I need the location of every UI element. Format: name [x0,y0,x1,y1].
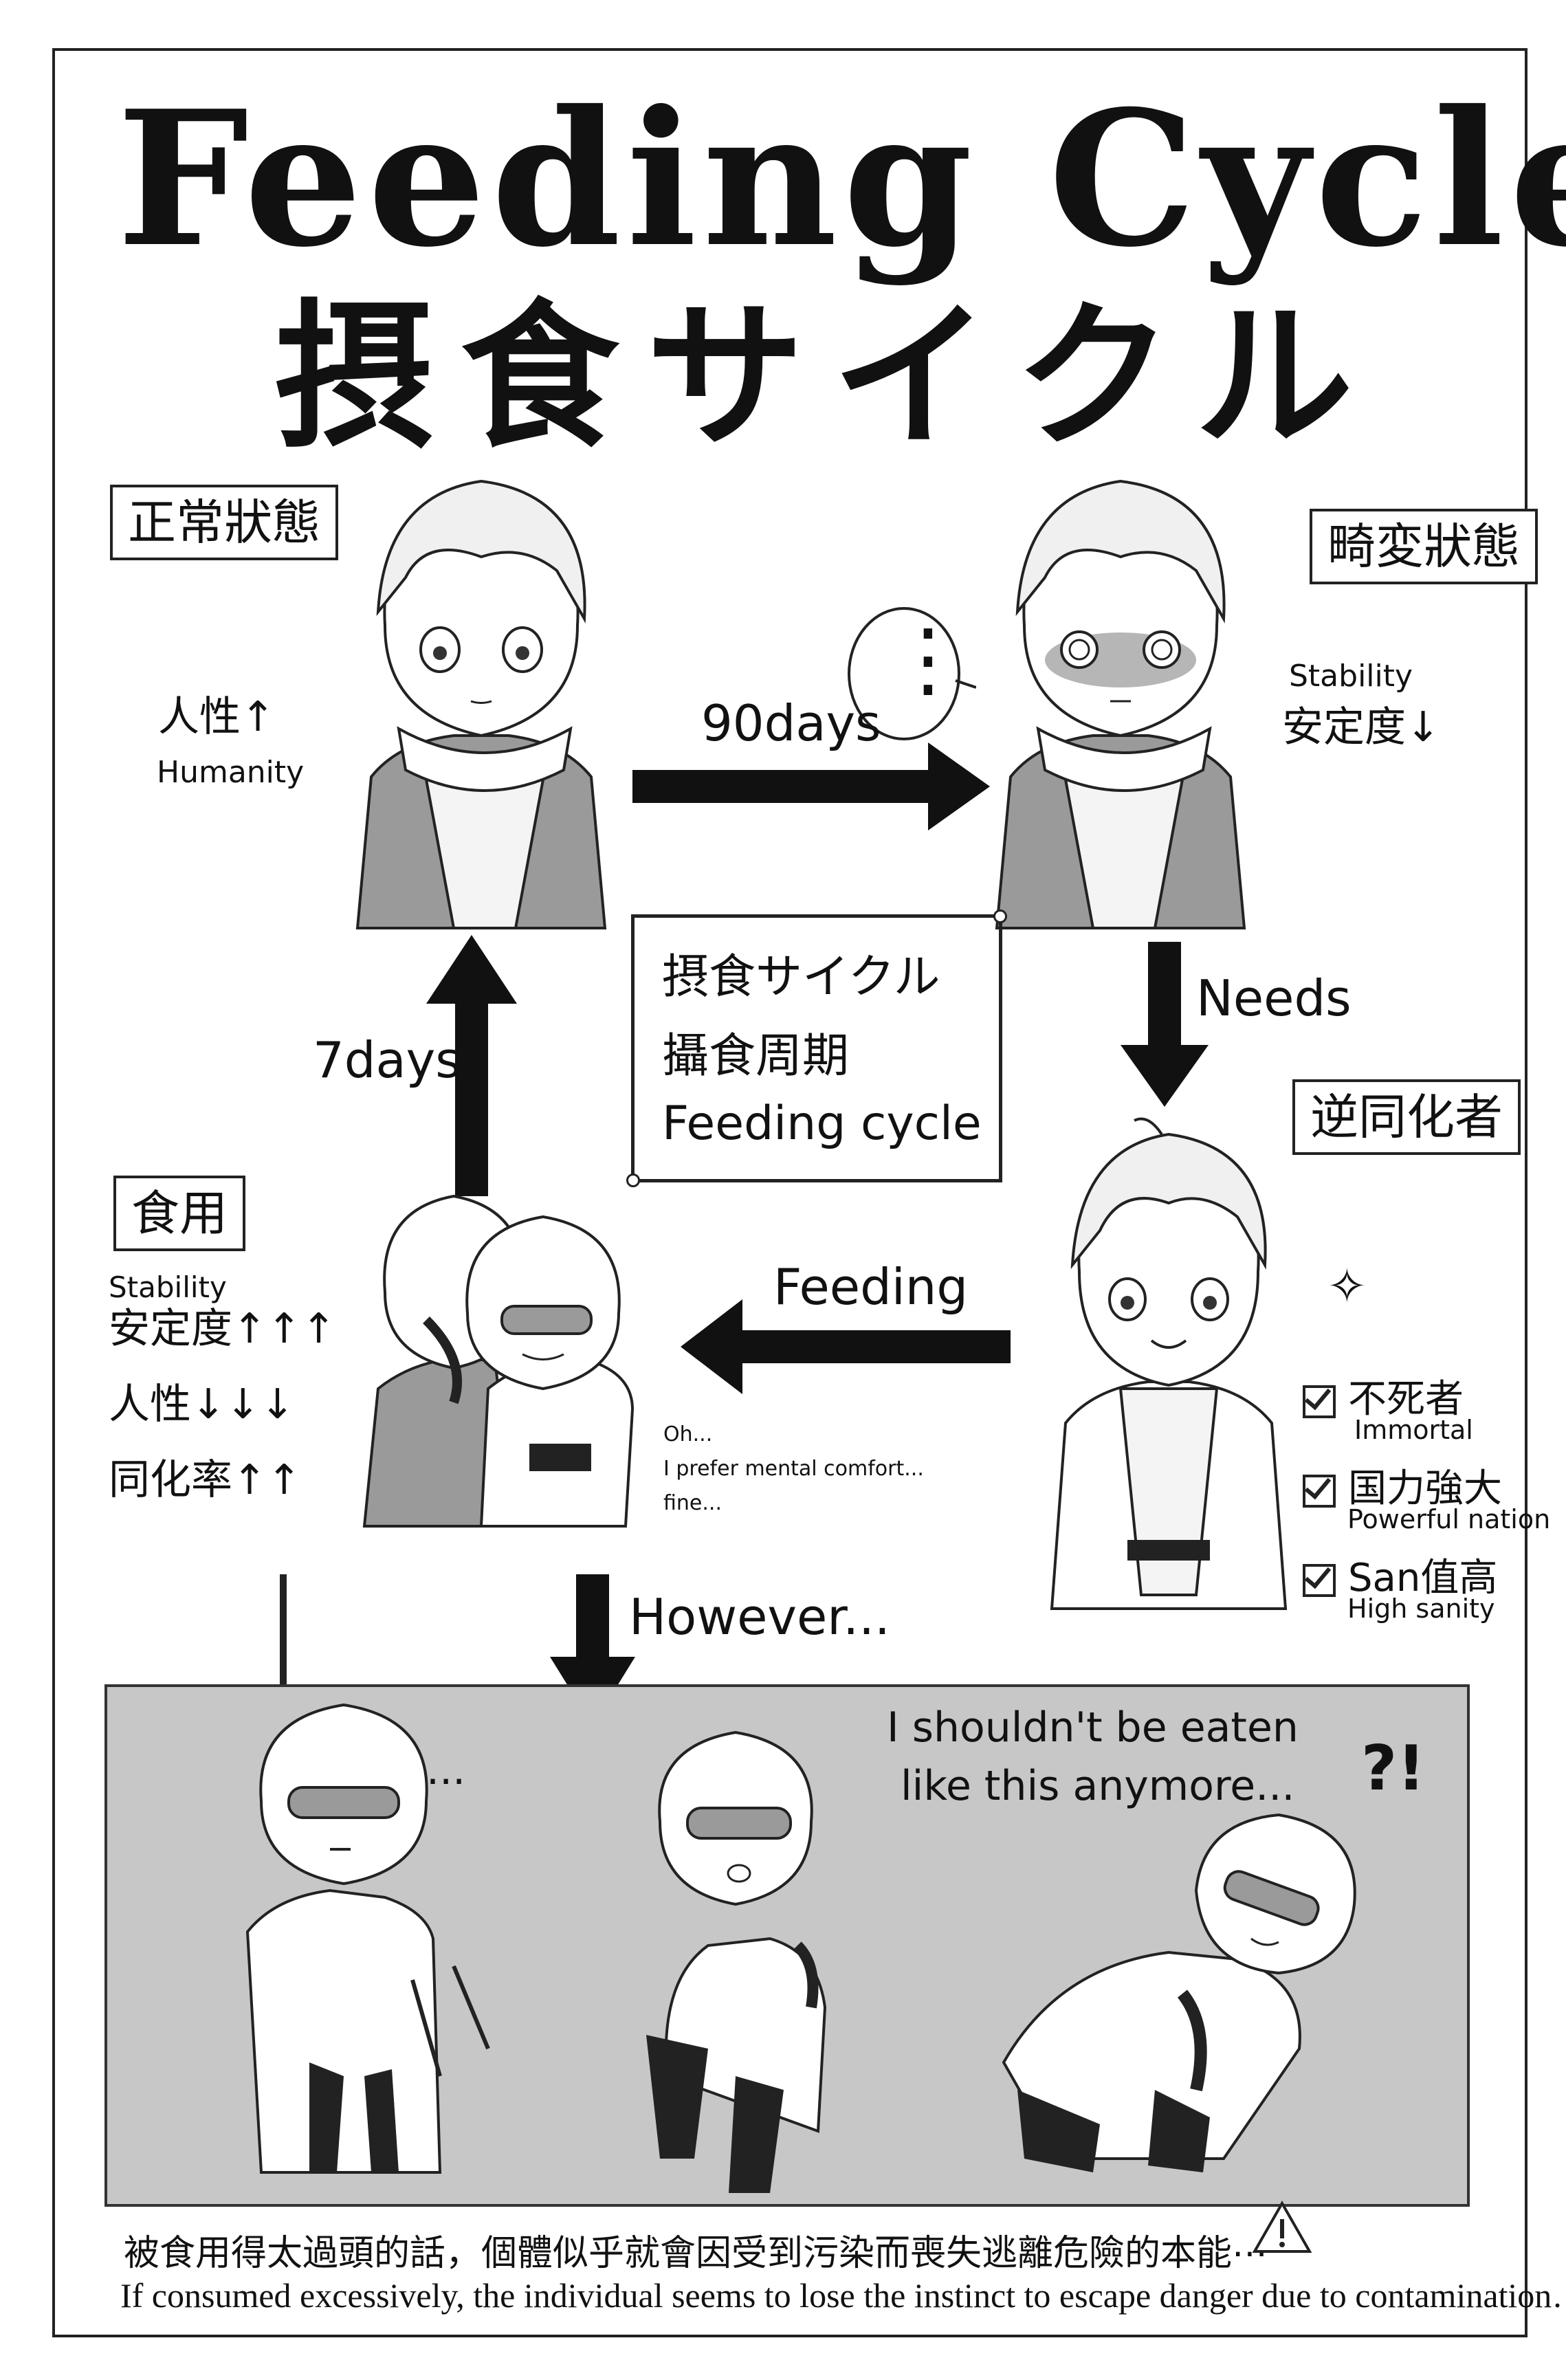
arrow-label-90days: 90days [701,694,881,752]
character-mutated [995,479,1246,929]
speech-oh: Oh... [663,1422,713,1446]
eaten-note-humanity-zh: 人性↓↓↓ [109,1380,295,1429]
normal-note-humanity-zh: 人性↑ [158,693,276,741]
panel-speech-line-1: I shouldn't be eaten [887,1704,1299,1752]
speech-fine: fine... [663,1491,722,1515]
checklist-item-immortal-en: Immortal [1354,1415,1473,1445]
caption-chinese: 被食用得太過頭的話，個體似乎就會因受到污染而喪失逃離危險的本能⋯ [124,2233,1268,2274]
character-normal [355,479,607,929]
label-counter-assimilator: 逆同化者 [1292,1079,1521,1155]
eaten-note-assimilation-zh: 同化率↑↑ [109,1456,302,1504]
eaten-note-stability-zh: 安定度↑↑↑ [109,1305,336,1353]
arrow-90days [632,742,990,830]
eaten-note-stability-en: Stability [109,1270,227,1304]
checklist-item-powerful-nation: 国力強大 [1303,1457,1502,1513]
character-pair-feeding [362,1194,635,1528]
panel-exclaim: ?! [1361,1732,1426,1805]
panel-ellipsis: ... [426,1746,466,1794]
thought-bubble-dots: ⋮ [887,612,969,707]
page-frame [52,48,1528,2337]
character-reclining [1002,1813,1356,2172]
checklist-item-high-sanity-en: High sanity [1347,1594,1495,1624]
title-japanese: 摂食サイクル [275,286,1381,470]
center-box-line-ja: 摂食サイクル [662,950,940,1004]
thought-bubble [848,607,976,740]
character-hanging [245,1703,490,2174]
arrow-label-feeding: Feeding [773,1258,969,1316]
checklist-item-high-sanity: San值高 [1303,1547,1497,1602]
box-corner-dot-bottom-left [626,1174,640,1187]
normal-note-humanity-en: Humanity [157,755,305,790]
checkbox-icon [1303,1563,1336,1597]
caption-english: If consumed excessively, the individual … [120,2276,1566,2315]
checkbox-icon [1303,1385,1336,1418]
checkbox-icon [1303,1474,1336,1508]
label-mutated-state: 畸変狀態 [1310,509,1538,584]
center-box-line-zh: 攝食周期 [662,1029,850,1083]
arrow-7days [426,935,517,1196]
checklist-item-powerful-nation-en: Powerful nation [1347,1504,1551,1534]
arrow-feeding [681,1299,1011,1394]
box-corner-dot-top-right [993,910,1007,923]
title-english: Feeding Cycle [117,69,1566,288]
arrow-label-needs: Needs [1196,969,1352,1027]
arrow-label-however: However... [629,1588,890,1646]
mutated-note-stability-en: Stability [1289,659,1413,694]
character-counter-assimilator [1050,1117,1288,1610]
arrow-needs [1121,942,1209,1107]
label-normal-state: 正常狀態 [110,485,338,560]
warning-icon [1252,2200,1312,2253]
center-box-line-en: Feeding cycle [662,1097,982,1151]
panel-speech-line-2: like this anymore... [901,1762,1295,1810]
speech-mental-comfort: I prefer mental comfort... [663,1457,924,1481]
checklist-item-immortal: 不死者 [1303,1368,1464,1424]
arrow-label-7days: 7days [313,1031,461,1089]
mutated-note-stability-zh: 安定度↓ [1282,703,1441,751]
character-crouching [646,1730,827,2193]
sparkle-icon: ✧ [1327,1258,1367,1314]
label-eaten-state: 食用 [113,1176,245,1251]
center-feeding-cycle-box: 摂食サイクル 攝食周期 Feeding cycle [626,910,1007,1187]
